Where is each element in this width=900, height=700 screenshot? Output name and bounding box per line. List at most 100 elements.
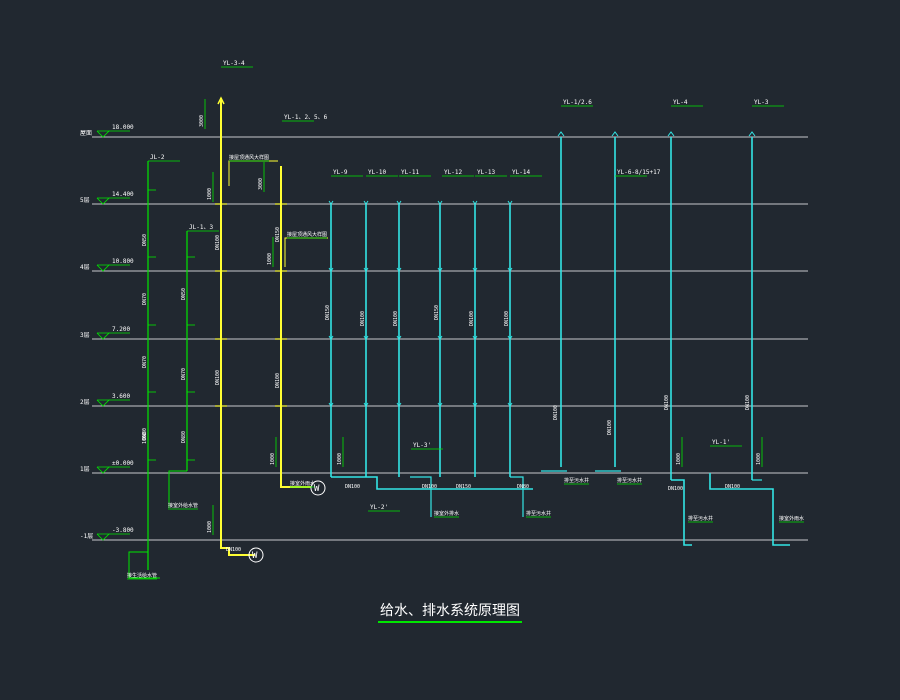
floor-cleanout: [472, 335, 478, 340]
floor-label: 4层: [80, 264, 90, 271]
pipe-diameter-label: DN100: [607, 420, 613, 435]
elevation-marker: [96, 533, 110, 541]
pipe-diameter-label: DN150: [434, 305, 440, 320]
drain-main-yl34: [220, 98, 255, 556]
floor-cleanout: [396, 200, 402, 205]
annotation-text: 排至污水井: [564, 477, 589, 484]
pipe-label: YL-1/2.6: [563, 99, 592, 106]
floor-lines: [92, 130, 808, 541]
dimension-label: 1000: [207, 188, 213, 200]
floor-cleanout: [328, 335, 334, 340]
floor-cleanout: [472, 402, 478, 407]
annotation-text: 接室外雨水: [779, 515, 804, 522]
floor-cleanout: [328, 267, 334, 272]
supply-branch-jl13: [168, 470, 187, 508]
pipe-label: YL-14: [512, 169, 530, 176]
pipe-label: YL-1': [712, 439, 730, 446]
pipe-diameter-label: DN100: [215, 235, 221, 250]
elevation-text: ±0.000: [112, 460, 134, 467]
floor-cleanout: [437, 200, 443, 205]
roof-drain-head: [557, 131, 565, 137]
vent-arrow: [217, 96, 225, 105]
floor-cleanout: [507, 267, 513, 272]
drain-collector: [331, 476, 533, 490]
pipe-diameter-label: DN100: [226, 547, 241, 553]
drain-main-yl1256: [280, 166, 311, 488]
floor-label: 1层: [80, 466, 90, 473]
valve-symbol: [248, 547, 264, 563]
floor-cleanout: [328, 402, 334, 407]
elevation-text: 3.600: [112, 393, 130, 400]
pipe-diameter-label: DN100: [345, 484, 360, 490]
pipe-label: YL-3-4: [223, 60, 245, 67]
drain-to-pit: [709, 473, 790, 546]
elevation-marker: [96, 197, 110, 205]
floor-label: 屋面: [80, 130, 92, 137]
annotation-text: 接生活给水管: [127, 572, 157, 579]
vent-leader: [228, 160, 278, 186]
pipe-diameter-label: DN100: [725, 484, 740, 490]
pipe-label: YL-3: [754, 99, 769, 106]
roof-drain-head: [611, 131, 619, 137]
floor-cleanout: [363, 200, 369, 205]
drain-to-pit: [671, 479, 692, 546]
elevation-marker: [96, 332, 110, 340]
pipe-diameter-label: DN70: [181, 368, 187, 380]
dimension-label: 1000: [756, 453, 762, 465]
floor-cleanout: [507, 335, 513, 340]
floor-cleanout: [396, 267, 402, 272]
pipe-label: YL-13: [477, 169, 495, 176]
pipes: [128, 96, 790, 579]
pipe-label: YL-6-8/15+17: [617, 169, 661, 176]
elevation-marker: [96, 264, 110, 272]
pipe-label: YL-3': [413, 442, 431, 449]
pipe-diameter-label: DN100: [668, 486, 683, 492]
title-block: 给水、排水系统原理图: [300, 600, 600, 623]
pipe-diameter-label: DN50: [142, 234, 148, 246]
pipe-diameter-label: DN80: [142, 428, 148, 440]
annotation-text: 排至污水井: [617, 477, 642, 484]
roof-drain-head: [667, 131, 675, 137]
pipe-diameter-label: DN100: [275, 373, 281, 388]
pipe-diameter-label: DN70: [142, 293, 148, 305]
pipe-diameter-label: DN150: [325, 305, 331, 320]
pipe-diameter-label: DN100: [422, 484, 437, 490]
pipe-diameter-label: DN80: [517, 484, 529, 490]
dimension-label: 3000: [199, 115, 205, 127]
pipe-diameter-label: DN100: [393, 311, 399, 326]
dimension-label: 1000: [207, 521, 213, 533]
diagram-title: 给水、排水系统原理图: [378, 600, 522, 623]
pipe-diameter-label: DN150: [456, 484, 471, 490]
drain-outlet: [410, 476, 432, 517]
annotation-text: 接室外雨水: [290, 480, 315, 487]
floor-label: 5层: [80, 197, 90, 204]
supply-inlet-jl2: [128, 540, 160, 579]
pipe-diameter-label: DN100: [469, 311, 475, 326]
dimension-label: 1000: [142, 432, 148, 444]
valve-label: W: [252, 551, 258, 561]
annotation-text: 接室外给水管: [168, 502, 198, 509]
floor-cleanout: [396, 335, 402, 340]
pipe-label: YL-2': [370, 504, 388, 511]
floor-cleanout: [363, 335, 369, 340]
vent-leader: [284, 237, 328, 267]
floor-cleanout: [437, 402, 443, 407]
annotation-text: 接室外排水: [434, 510, 459, 517]
elevation-text: 14.400: [112, 191, 134, 198]
elevation-text: 7.200: [112, 326, 130, 333]
pipe-label: YL-9: [333, 169, 348, 176]
dimension-label: 1000: [270, 453, 276, 465]
annotation-text: 排至污水井: [526, 510, 551, 517]
floor-label: 2层: [80, 399, 90, 406]
floor-label: 3层: [80, 332, 90, 339]
floor-label: -1层: [80, 533, 93, 540]
valve-symbol: [310, 480, 326, 496]
labels: 屋面18.0005层14.4004层10.8003层7.2002层3.6001层…: [80, 60, 804, 580]
elevation-marker: [96, 466, 110, 474]
pipe-diameter-label: DN100: [504, 311, 510, 326]
pipe-diameter-label: DN50: [181, 288, 187, 300]
pipe-label: YL-12: [444, 169, 462, 176]
floor-cleanout: [363, 267, 369, 272]
annotation-text: 排至污水井: [688, 515, 713, 522]
pipe-label: JL-2: [150, 154, 165, 161]
